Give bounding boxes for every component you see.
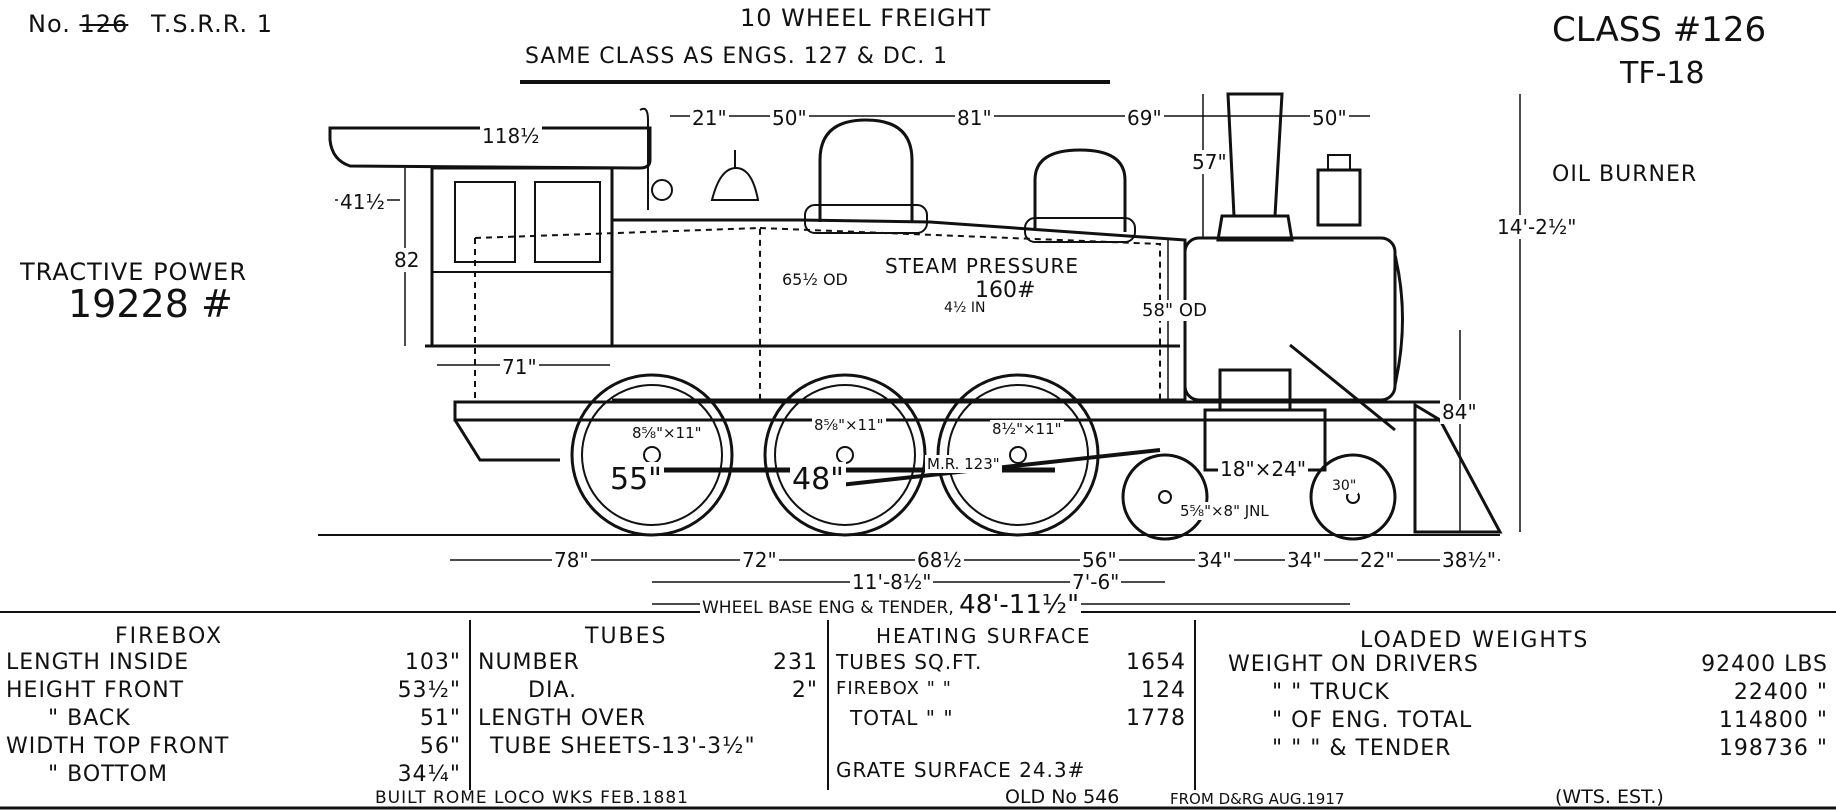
firebox-table: LENGTH INSIDE 103" HEIGHT FRONT 53½" " B… <box>6 650 461 790</box>
dim-truck-wheel: 30" <box>1330 478 1359 494</box>
heating-row: TOTAL " " 1778 <box>850 706 1186 731</box>
tubes-length-label: LENGTH OVER <box>478 706 647 731</box>
dim-top-50a: 50" <box>770 106 809 130</box>
engine-number: No. 126 T.S.R.R. 1 <box>28 10 273 38</box>
steam-chest <box>1218 368 1292 412</box>
dim-top-81: 81" <box>955 106 994 130</box>
dim-stack: 57" <box>1190 150 1229 174</box>
dim-base-34b: 34" <box>1285 548 1324 572</box>
dim-truck-journal: 5⅝"×8" JNL <box>1178 502 1271 520</box>
dim-bearing-3: 8½"×11" <box>990 420 1064 438</box>
firebox-row: " BOTTOM 34¼" <box>48 762 461 787</box>
dim-base-34a: 34" <box>1195 548 1234 572</box>
tubes-length-value: TUBE SHEETS-13'-3½" <box>490 734 756 759</box>
cab-step <box>453 419 560 462</box>
wheelbase-value: 48'-11½" <box>959 590 1080 620</box>
truck-wheel-1 <box>1121 453 1209 541</box>
dim-bearing-1: 8⅝"×11" <box>630 424 704 442</box>
truck-wheel-2 <box>1309 453 1397 541</box>
footer-from: FROM D&RG AUG.1917 <box>1170 790 1345 808</box>
cab-body <box>430 166 614 348</box>
dim-top-69: 69" <box>1125 106 1164 130</box>
air-pump-rod <box>1289 343 1396 432</box>
firebox-title: FIREBOX <box>115 624 224 649</box>
fuel-type: OIL BURNER <box>1552 162 1698 187</box>
smokebox-door <box>1393 254 1404 386</box>
dim-bearing-2: 8⅝"×11" <box>812 416 886 434</box>
bell <box>710 166 760 201</box>
footer-built: BUILT ROME LOCO WKS FEB.1881 <box>375 788 689 808</box>
headlight <box>1316 168 1362 227</box>
weights-title: LOADED WEIGHTS <box>1360 628 1590 653</box>
firebox-row: LENGTH INSIDE 103" <box>6 650 461 675</box>
weights-row: " " TRUCK 22400 " <box>1272 680 1828 705</box>
dim-cab-height: 82 <box>392 248 422 272</box>
tractive-power-value: 19228 # <box>68 282 233 326</box>
boiler <box>612 218 1187 402</box>
cab-window-right <box>534 181 601 263</box>
dim-top-21: 21" <box>690 106 729 130</box>
dim-boiler-od: 58" OD <box>1140 300 1209 321</box>
tubes-title: TUBES <box>585 624 668 649</box>
wheelbase-label: WHEEL BASE ENG & TENDER, 48'-11½" <box>700 590 1082 620</box>
firebox-row: WIDTH TOP FRONT 56" <box>6 734 461 759</box>
dim-cylinder: 18"×24" <box>1218 457 1309 481</box>
firebox-outline <box>474 226 761 400</box>
railroad-name: T.S.R.R. 1 <box>150 10 274 38</box>
smokestack <box>1226 92 1284 218</box>
sand-dome <box>818 118 914 222</box>
whistle <box>639 107 649 210</box>
dim-base-38: 38½" <box>1440 548 1499 572</box>
dim-cab-rear: 71" <box>500 355 539 379</box>
dim-pilot-height: 84" <box>1440 400 1479 424</box>
dim-roof: 118½ <box>480 124 542 148</box>
firebox-row: " BACK 51" <box>48 706 461 731</box>
struck-number: 126 <box>79 10 129 38</box>
steam-pressure-value: 160# <box>975 278 1036 303</box>
dim-overhang: 41½ <box>338 190 387 214</box>
wheelbase-label-text: WHEEL BASE ENG & TENDER, <box>702 598 954 618</box>
dim-base-78: 78" <box>552 548 591 572</box>
weights-row: " " " & TENDER 198736 " <box>1272 736 1828 761</box>
drawing-title: 10 WHEEL FREIGHT <box>740 4 992 32</box>
tractive-power-label: TRACTIVE POWER <box>20 258 247 286</box>
heating-title: HEATING SURFACE <box>876 624 1092 648</box>
heating-table: TUBES SQ.FT. 1654 FIREBOX " " 124 TOTAL … <box>836 650 1186 734</box>
weights-table: WEIGHT ON DRIVERS 92400 LBS " " TRUCK 22… <box>1228 652 1828 764</box>
cab-roof <box>328 126 652 170</box>
drawing-subtitle: SAME CLASS AS ENGS. 127 & DC. 1 <box>525 44 949 69</box>
dim-overall-height: 14'-2½" <box>1495 215 1579 239</box>
dim-driver-dia-2: 48" <box>790 462 846 497</box>
dim-main-rod: M.R. 123" <box>925 455 1002 473</box>
pilot <box>1413 402 1503 534</box>
number-prefix: No. <box>28 10 71 38</box>
dim-dome: 65½ OD <box>780 270 850 289</box>
weights-row: WEIGHT ON DRIVERS 92400 LBS <box>1228 652 1828 677</box>
dim-boiler-offset: 4½ IN <box>942 300 988 316</box>
footer-old-number: OLD No 546 <box>1005 786 1120 808</box>
dim-top-50b: 50" <box>1310 106 1349 130</box>
tubes-table: NUMBER 231 DIA. 2" LENGTH OVER TUBE SHEE… <box>478 650 818 762</box>
grate-surface: GRATE SURFACE 24.3# <box>836 758 1086 782</box>
heating-row: FIREBOX " " 124 <box>836 678 1186 703</box>
steam-pressure-label: STEAM PRESSURE <box>885 254 1079 278</box>
dim-base-72: 72" <box>740 548 779 572</box>
dim-base-56: 56" <box>1080 548 1119 572</box>
class-label: CLASS #126 <box>1552 10 1767 50</box>
boiler-inner <box>759 227 1161 400</box>
firebox-row: HEIGHT FRONT 53½" <box>6 678 461 703</box>
class-code: TF-18 <box>1620 56 1705 91</box>
weights-row: " OF ENG. TOTAL 114800 " <box>1272 708 1828 733</box>
cab-window-left <box>454 181 516 263</box>
dim-base-68: 68½ <box>915 548 964 572</box>
dim-driver-dia-1: 55" <box>608 462 664 497</box>
tubes-row: DIA. 2" <box>528 678 818 703</box>
dim-base-22: 22" <box>1358 548 1397 572</box>
tubes-row: NUMBER 231 <box>478 650 818 675</box>
steam-dome <box>1033 148 1127 232</box>
heating-row: TUBES SQ.FT. 1654 <box>836 650 1186 675</box>
footer-estimate: (WTS. EST.) <box>1555 786 1664 808</box>
